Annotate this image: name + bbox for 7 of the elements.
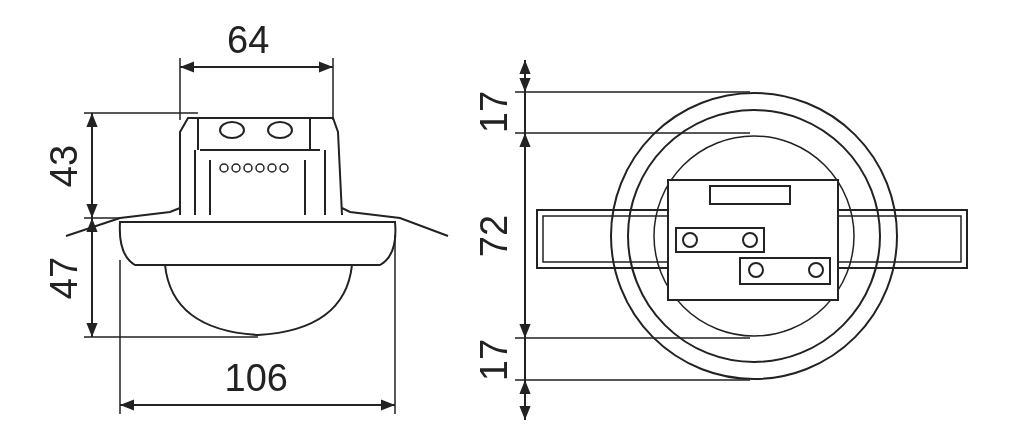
dimension-value: 47	[45, 256, 84, 300]
dimension-value: 17	[475, 90, 514, 134]
dimension-value: 72	[475, 214, 514, 258]
dimension-value: 64	[227, 21, 270, 59]
dimension-value: 43	[45, 144, 84, 188]
dimension-value: 17	[475, 338, 514, 382]
dimension-value: 106	[224, 359, 288, 397]
